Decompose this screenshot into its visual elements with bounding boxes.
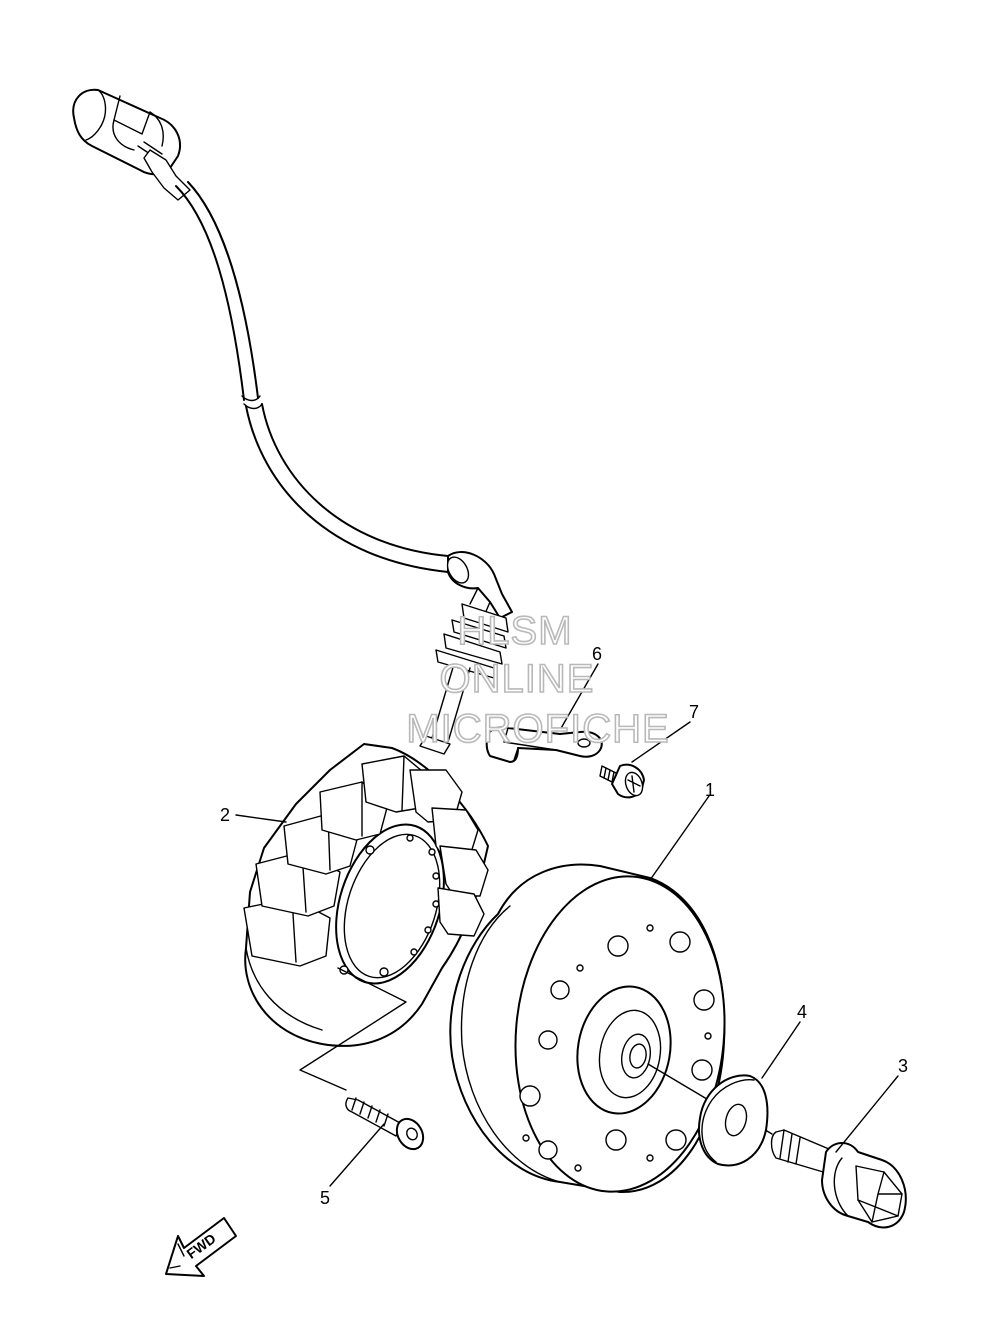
watermark: HLSM ONLINE MICROFICHE bbox=[406, 608, 670, 752]
callout-7: 7 bbox=[689, 702, 699, 722]
clamp-screw bbox=[599, 763, 645, 799]
callout-3: 3 bbox=[898, 1056, 908, 1076]
watermark-line-1: HLSM bbox=[457, 609, 572, 653]
wire-connector bbox=[72, 88, 191, 201]
washer bbox=[698, 1074, 769, 1167]
callout-1: 1 bbox=[705, 780, 715, 800]
installation-guide-line bbox=[299, 967, 407, 1091]
leader-lines bbox=[235, 663, 899, 1187]
wire-clamp bbox=[485, 726, 603, 763]
callout-6: 6 bbox=[592, 644, 602, 664]
callout-5: 5 bbox=[320, 1188, 330, 1208]
flywheel-rotor bbox=[449, 863, 726, 1194]
watermark-line-2: ONLINE bbox=[440, 657, 595, 701]
flange-bolt bbox=[770, 1129, 907, 1229]
stator-bolt bbox=[345, 1097, 425, 1151]
callout-2: 2 bbox=[220, 805, 230, 825]
callout-labels: 1 2 3 4 5 6 7 bbox=[220, 644, 908, 1208]
stator-coil bbox=[243, 743, 489, 1047]
callout-4: 4 bbox=[797, 1002, 807, 1022]
wire-grommet bbox=[419, 551, 513, 755]
wire-cable bbox=[175, 181, 449, 573]
fwd-arrow-icon: FWD bbox=[165, 1217, 237, 1277]
watermark-line-3: MICROFICHE bbox=[406, 707, 669, 751]
